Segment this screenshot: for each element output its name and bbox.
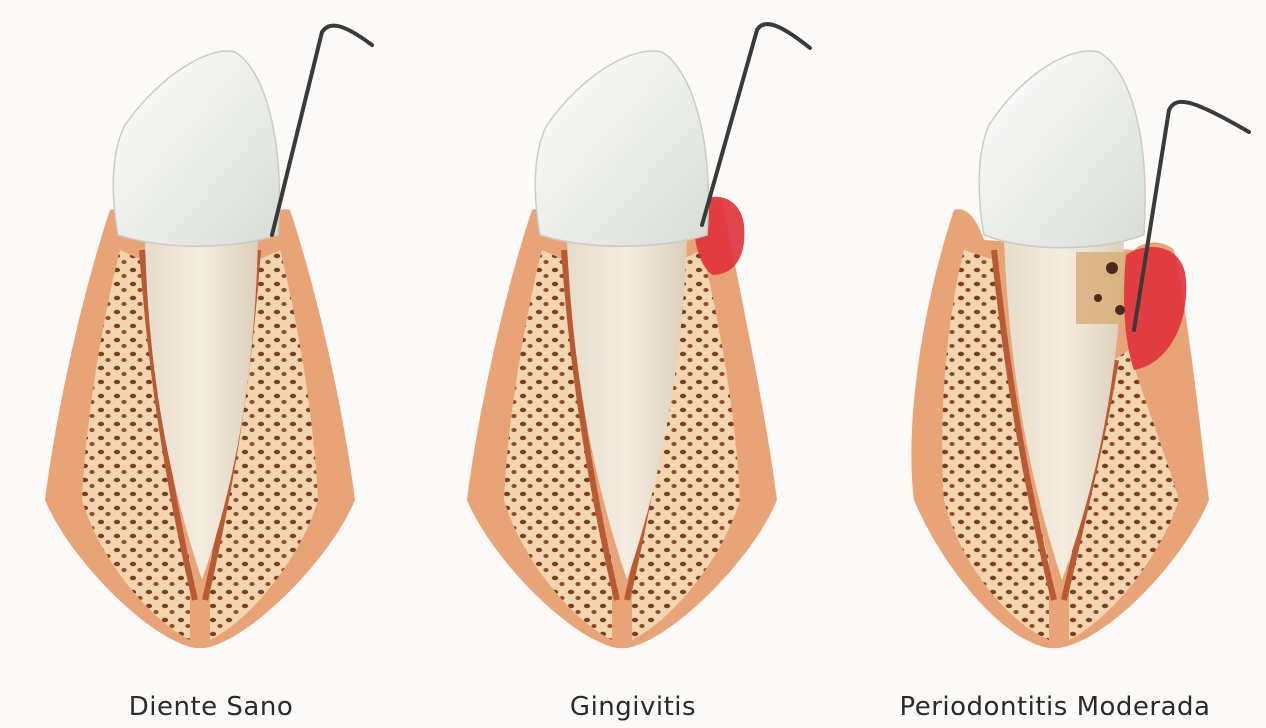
caption-gingivitis: Gingivitis bbox=[422, 692, 844, 722]
caption-periodontitis: Periodontitis Moderada bbox=[844, 692, 1266, 722]
panel-periodontitis: Periodontitis Moderada bbox=[844, 0, 1266, 728]
periodontal-probe bbox=[702, 24, 810, 225]
panel-healthy-tooth: Diente Sano bbox=[0, 0, 422, 728]
gingivitis-illustration bbox=[422, 0, 844, 728]
periodontal-probe bbox=[272, 26, 372, 235]
caption-healthy: Diente Sano bbox=[0, 692, 422, 722]
panel-gingivitis: Gingivitis bbox=[422, 0, 844, 728]
tooth-crown bbox=[535, 51, 708, 246]
periodontitis-illustration bbox=[844, 0, 1266, 728]
healthy-tooth-illustration bbox=[0, 0, 422, 728]
tooth-crown bbox=[979, 51, 1145, 248]
tooth-crown bbox=[113, 51, 279, 246]
